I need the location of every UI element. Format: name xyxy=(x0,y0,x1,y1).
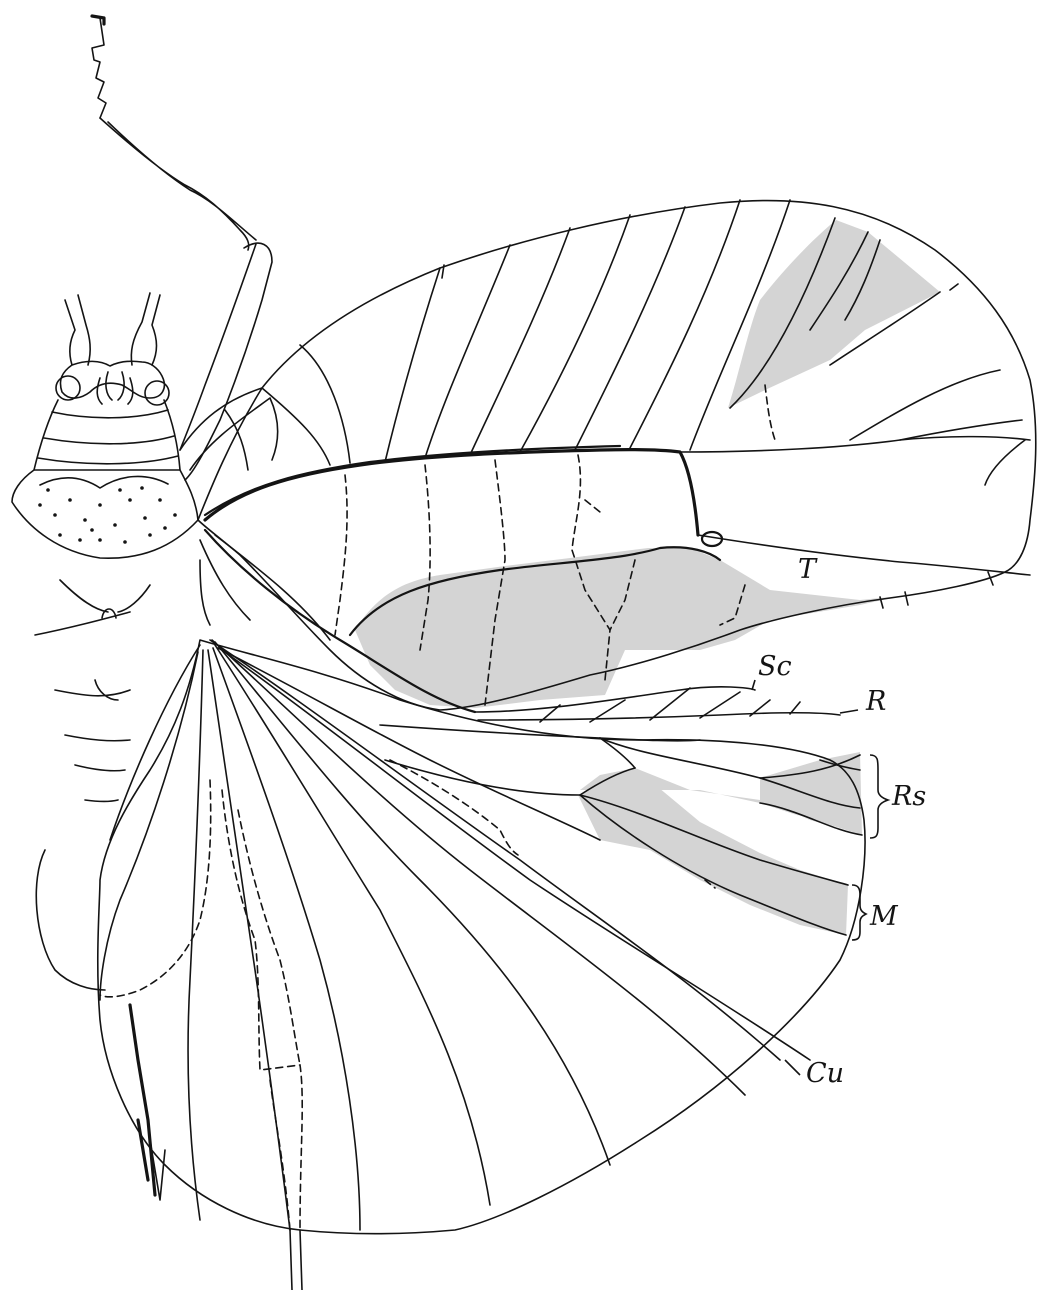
abdomen-segment-2 xyxy=(65,735,130,741)
tegmen-oblique-vein-1 xyxy=(262,388,330,465)
tegmen-radius-vein-inner xyxy=(205,446,620,515)
mesonotum-outline xyxy=(12,470,198,558)
abdomen-segment-4 xyxy=(85,800,118,802)
tegmen-anal-shaded-area xyxy=(355,548,900,708)
label-t: T xyxy=(798,554,818,585)
hindwing-rs-shaded-band xyxy=(760,752,862,835)
hindwing-outline xyxy=(98,640,865,1234)
tegmen-oblique-vein-2 xyxy=(300,345,350,463)
left-antenna xyxy=(65,295,90,365)
mesonotum-punctation xyxy=(38,486,177,544)
tegmen-cross-vein-lower xyxy=(698,535,1030,575)
tegmen-oblique-vein-3 xyxy=(385,268,440,462)
pronotum-segment-line-3 xyxy=(38,456,178,464)
tibia xyxy=(100,118,256,250)
hindwing-radiating-vein-7 xyxy=(188,650,203,1220)
label-cu: Cu xyxy=(806,1058,844,1089)
hindwing-r-vein xyxy=(478,713,840,720)
r-pointer xyxy=(840,710,858,713)
tegmen-apical-vein-1 xyxy=(850,370,1000,440)
pronotum-segment-line-1 xyxy=(52,410,168,418)
label-sc: Sc xyxy=(758,651,792,682)
tegmen-dashed-vein-8 xyxy=(765,385,775,440)
tegmen-anal-vein-1 xyxy=(215,535,330,640)
abdomen-segment-1 xyxy=(55,680,130,700)
cu-pointer xyxy=(785,1060,800,1075)
femur xyxy=(180,243,272,480)
tegmen-radius-branch xyxy=(680,437,1030,452)
label-m: M xyxy=(869,901,899,932)
hindwing-radiating-vein-6 xyxy=(208,650,290,1230)
tegmen-oblique-vein-5 xyxy=(470,228,570,455)
hindwing-dashed-vein-upper xyxy=(390,760,518,855)
tegmen-radius-vein xyxy=(205,450,698,535)
mesonotum-scallop xyxy=(40,476,168,488)
hindwing-rs-branch-2 xyxy=(600,738,635,768)
hind-leg-stub xyxy=(290,1230,302,1290)
abdomen-segment-3 xyxy=(75,765,125,771)
tegmen-anal-vein-3 xyxy=(200,560,210,625)
pronotum-segment-line-2 xyxy=(44,436,174,444)
sc-pointer xyxy=(752,680,755,690)
tegmen-dashed-vein-1 xyxy=(335,475,347,635)
cercus xyxy=(130,1005,155,1195)
tarsal-claw xyxy=(92,16,104,24)
shaded-areas xyxy=(355,220,940,935)
tarsus xyxy=(92,18,106,118)
rs-brace xyxy=(870,755,888,838)
label-r: R xyxy=(865,686,886,717)
head-and-thorax xyxy=(12,293,198,990)
hind-wing xyxy=(98,640,865,1290)
m-brace xyxy=(852,885,866,940)
tegmen-basal-vein-b xyxy=(190,398,278,470)
abdomen-side-outline xyxy=(36,850,105,990)
tegmen-apical-vein-3 xyxy=(985,440,1025,485)
tegmen-oblique-vein-7 xyxy=(575,207,685,450)
metathorax-line xyxy=(35,580,150,635)
foreleg xyxy=(92,16,272,480)
label-rs: Rs xyxy=(891,781,926,812)
hindwing-radiating-vein-3 xyxy=(215,642,610,1165)
right-antenna xyxy=(131,293,160,365)
tegmen-oblique-vein-6 xyxy=(520,215,630,452)
abdomen-dashed-outline-3 xyxy=(238,810,300,1230)
tegmen-margin-ticks xyxy=(442,265,993,608)
tegmen-dashed-vein-5 xyxy=(585,500,600,512)
tegmen-oblique-vein-8 xyxy=(630,200,740,448)
